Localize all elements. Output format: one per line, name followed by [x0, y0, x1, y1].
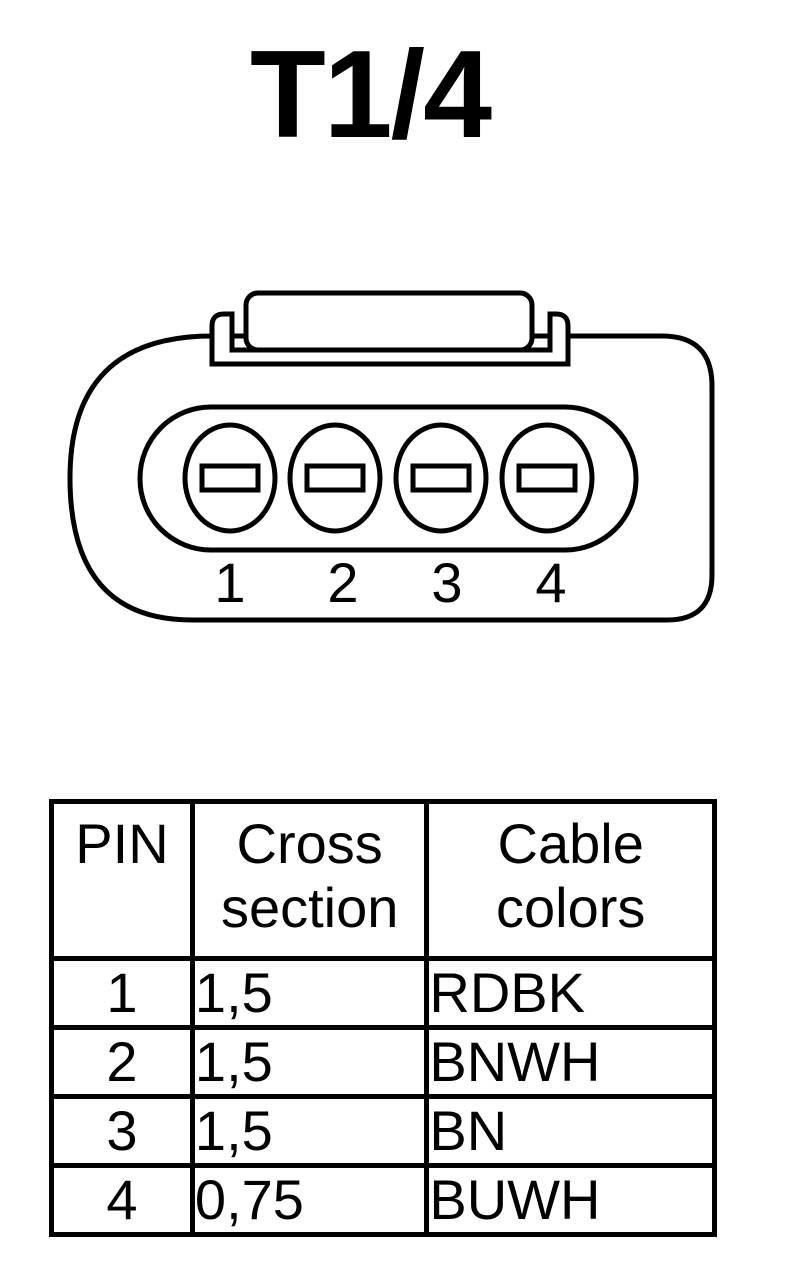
header-cross-line1: Cross	[236, 812, 383, 875]
header-color-line1: Cable	[497, 812, 644, 875]
cell-cross-section: 1,5	[189, 1025, 430, 1099]
cell-pin: 4	[49, 1163, 195, 1237]
connector-diagram: 1 2 3 4	[67, 290, 715, 623]
cell-cable-color: BUWH	[424, 1163, 717, 1237]
cell-cross-section: 0,75	[189, 1163, 430, 1237]
header-color-line2: colors	[496, 876, 646, 939]
pin-3	[393, 422, 489, 534]
pin-label-3: 3	[431, 551, 462, 614]
cell-cable-color: BNWH	[424, 1025, 717, 1099]
pin-2	[287, 422, 383, 534]
table-row: 3 1,5 BN	[49, 1094, 717, 1168]
connector-title: T1/4	[249, 26, 492, 164]
header-cross-section: Cross section	[189, 799, 430, 961]
connector-latch-top	[243, 290, 535, 353]
header-cross-line2: section	[220, 876, 399, 939]
header-pin: PIN	[49, 799, 195, 961]
header-pin-label: PIN	[75, 812, 169, 875]
pin-label-2: 2	[327, 551, 358, 614]
cell-cross-section: 1,5	[189, 1094, 430, 1168]
cell-pin: 1	[49, 956, 195, 1030]
pin-label-1: 1	[214, 551, 245, 614]
cell-cross-section: 1,5	[189, 956, 430, 1030]
cell-cable-color: RDBK	[424, 956, 717, 1030]
header-cable-colors: Cable colors	[424, 799, 717, 961]
table-row: 4 0,75 BUWH	[49, 1163, 717, 1237]
cell-pin: 2	[49, 1025, 195, 1099]
cell-cable-color: BN	[424, 1094, 717, 1168]
table-row: 1 1,5 RDBK	[49, 956, 717, 1030]
table-header-row: PIN Cross section Cable colors	[49, 799, 717, 961]
pin-label-4: 4	[535, 551, 566, 614]
pin-1	[182, 422, 278, 534]
pin-assignment-table: PIN Cross section Cable colors 1 1,5 RDB…	[49, 799, 717, 1237]
table-row: 2 1,5 BNWH	[49, 1025, 717, 1099]
pin-4	[499, 422, 595, 534]
cell-pin: 3	[49, 1094, 195, 1168]
